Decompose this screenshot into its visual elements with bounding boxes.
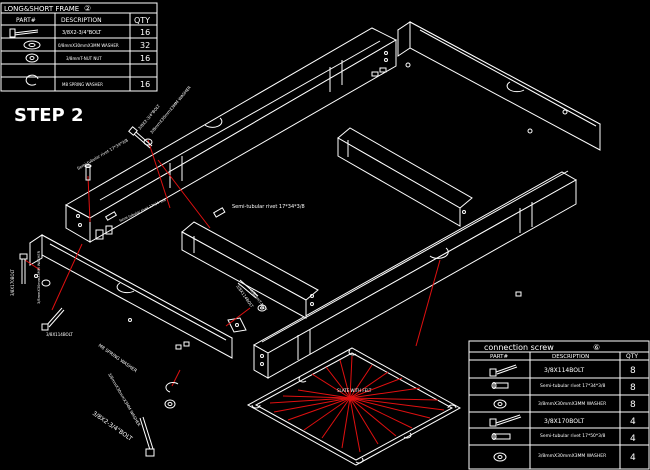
spring-washer-icon (25, 74, 39, 86)
end-rail-right-top (397, 21, 601, 151)
step-label: STEP 2 (14, 105, 84, 126)
frame-table-title: LONG&SHORT FRAME (4, 5, 79, 13)
washer-icon (143, 138, 153, 146)
bolt-icon (19, 253, 28, 284)
washer-icon (493, 452, 507, 462)
slate-board: SLATE WITH FELT (246, 347, 462, 466)
end-rail-left-bottom (29, 234, 233, 359)
washer-icon (164, 399, 176, 409)
frame-row-qty: 32 (140, 41, 150, 50)
callout-rivet-center: Semi-tubular rivet 17*34*3/8 (232, 204, 305, 210)
callout-bolt-left: 3/8X114BOLT (46, 332, 73, 337)
bolt-icon (237, 279, 259, 299)
connection-row-qty: 4 (630, 453, 636, 463)
rivet-icon (491, 433, 511, 440)
frame-row-qty: 16 (140, 54, 150, 63)
connection-header-part: PART# (490, 354, 509, 360)
bolt-icon (139, 416, 155, 457)
slate-fastener-lines (269, 355, 445, 453)
connection-row-qty: 4 (630, 434, 636, 444)
callout-rivet-left: Semi-tubular rivet 17*34*3/8 (76, 137, 129, 171)
washer-icon (493, 399, 507, 409)
long-frame-rail-right (252, 170, 578, 379)
nut-icon (25, 53, 39, 63)
frame-header-part: PART# (16, 17, 36, 24)
rivet-icon (84, 164, 92, 181)
connection-row-description: 3/8mmX30mmX3MM WASHER (538, 453, 606, 459)
connection-row-qty: 8 (630, 383, 636, 393)
bolt-icon (41, 307, 65, 331)
frame-row-description: 3/8X2-3/4"BOLT (62, 30, 102, 36)
washer-icon (41, 279, 51, 287)
callout-washer-left: 3/8mmX30mmX3MM WASHER (37, 250, 41, 304)
rivet-icon (212, 207, 226, 218)
assembly-arrows (24, 139, 441, 387)
slate-label: SLATE WITH FELT (337, 388, 372, 393)
bolt-icon (489, 364, 518, 377)
bolt-icon (489, 414, 522, 427)
frame-row-description: M8 SPRING WASHER (62, 82, 103, 87)
cross-beam-front (181, 221, 319, 319)
frame-row-qty: 16 (140, 28, 150, 37)
connection-row-description: 3/8mmX30mmX3MM WASHER (538, 401, 606, 407)
connection-row-qty: 8 (630, 366, 636, 376)
callout-spring-washer: M8 SPRING WASHER (97, 343, 138, 374)
connection-row-qty: 8 (630, 400, 636, 410)
callout-bolt-bottom: 3/8X2-3/4"BOLT (91, 410, 134, 443)
rivet-icon (104, 211, 118, 221)
connection-table-title: connection screw (484, 343, 554, 352)
connection-row-description: Semi-tubular rivet 17*34*3/8 (540, 383, 606, 389)
callout-washer-bottom: 3/8mmX30mmX3MM WASHER (107, 372, 142, 427)
cross-beam-back (337, 127, 473, 227)
connection-screw-table: connection screw ⑥ PART# DESCRIPTION QTY… (468, 340, 650, 470)
callout-bolt-left-edge: 3/8X170BOLT (10, 269, 15, 296)
connection-row-qty: 4 (630, 417, 636, 427)
connection-row-description: Semi-tubular rivet 17*50*3/8 (540, 433, 606, 439)
connection-row-description: 3/8X170BOLT (544, 418, 584, 425)
connection-row-description: 3/8X114BOLT (544, 367, 584, 374)
long-frame-rail (64, 27, 398, 243)
connector-plate (227, 317, 247, 333)
frame-row-description: 0/8mmX30mmX3MM WASHER (58, 43, 119, 48)
connection-table-badge: ⑥ (593, 343, 600, 352)
frame-table-badge: ② (84, 4, 91, 13)
bolt-icon (9, 28, 39, 38)
connection-header-description: DESCRIPTION (552, 354, 589, 360)
washer-icon (23, 40, 41, 50)
spring-washer-icon (165, 381, 179, 393)
frame-parts-table: LONG&SHORT FRAME ② PART# DESCRIPTION QTY… (0, 2, 158, 92)
frame-row-qty: 16 (140, 80, 150, 89)
frame-header-description: DESCRIPTION (61, 17, 102, 24)
rivet-icon (491, 382, 509, 389)
nut-icon (257, 304, 267, 312)
connection-header-qty: QTY (626, 353, 638, 360)
bolt-icon (128, 126, 153, 149)
frame-row-description: 3/8mmT-NUT NUT (66, 56, 102, 61)
frame-header-qty: QTY (134, 16, 150, 25)
